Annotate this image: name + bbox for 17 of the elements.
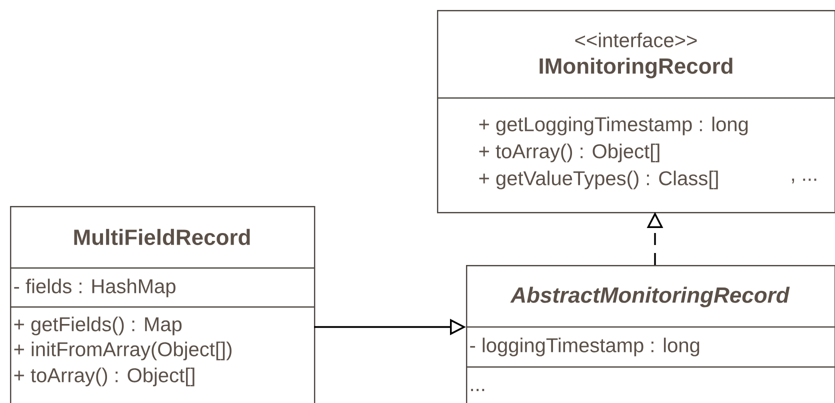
member-text: + toArray() : Object[] bbox=[479, 144, 660, 162]
stereotype-label: <<interface>> bbox=[575, 32, 697, 48]
member-text: + getValueTypes() : Class[] bbox=[479, 170, 718, 190]
class-box bbox=[10, 206, 316, 403]
class-box bbox=[437, 10, 835, 214]
member-text: ... bbox=[471, 388, 484, 392]
class-name: MultiFieldRecord bbox=[74, 228, 250, 246]
class-name: AbstractMonitoringRecord bbox=[510, 286, 790, 308]
member-text: + getLoggingTimestamp : long bbox=[479, 116, 748, 136]
member-text: - fields : HashMap bbox=[14, 278, 176, 298]
member-text: , ... bbox=[792, 178, 816, 184]
member-text: + toArray() : Object[] bbox=[14, 368, 194, 386]
member-text: - loggingTimestamp : long bbox=[470, 338, 700, 356]
member-text: + initFromArray(Object[]) bbox=[14, 342, 232, 360]
class-box bbox=[466, 264, 835, 403]
member-text: + getFields() : Map bbox=[14, 316, 182, 336]
class-name: IMonitoringRecord bbox=[540, 58, 732, 78]
